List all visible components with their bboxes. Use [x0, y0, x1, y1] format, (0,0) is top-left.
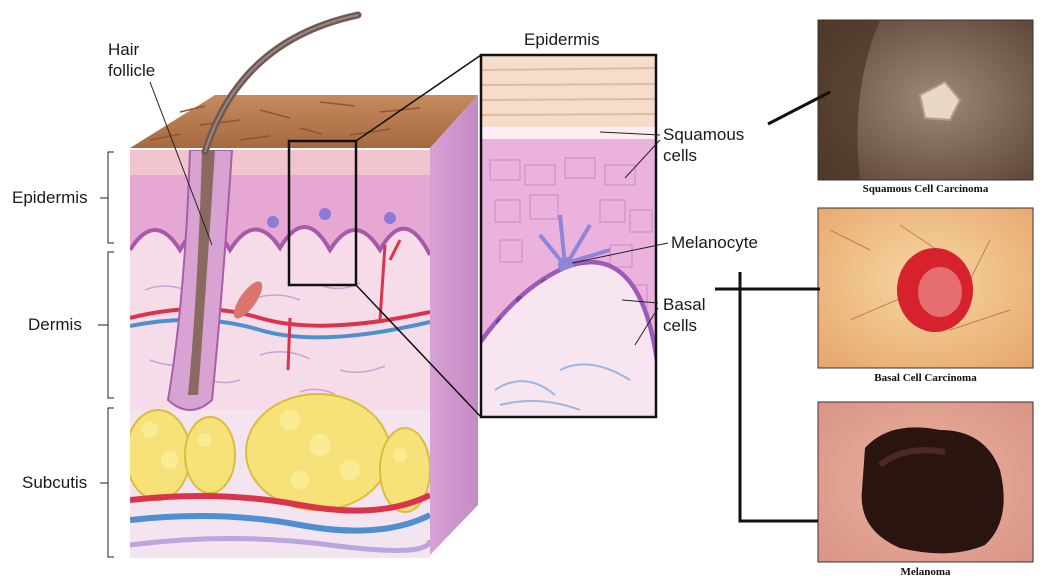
caption-basal-cell-carcinoma: Basal Cell Carcinoma [818, 372, 1033, 384]
label-squamous-cells-line1: Squamous [663, 125, 744, 145]
lesion-melanoma [862, 427, 1004, 553]
photo-basal-cell-carcinoma [818, 208, 1033, 368]
label-dermis: Dermis [28, 315, 82, 335]
label-melanocyte: Melanocyte [671, 233, 758, 253]
label-subcutis: Subcutis [22, 473, 87, 493]
stratum-corneum [130, 150, 430, 175]
label-epidermis: Epidermis [12, 188, 88, 208]
label-basal-cells-line1: Basal [663, 295, 706, 315]
label-hair-follicle-line2: follicle [108, 61, 155, 81]
label-basal-cells-line2: cells [663, 316, 697, 336]
label-squamous-cells-line2: cells [663, 146, 697, 166]
inset-title: Epidermis [524, 30, 600, 50]
photo-melanoma [818, 402, 1033, 562]
skin-block-side [430, 95, 478, 555]
skin-block [126, 15, 481, 560]
label-hair-follicle-line1: Hair [108, 40, 139, 60]
photo-connectors [715, 92, 830, 521]
caption-squamous-cell-carcinoma: Squamous Cell Carcinoma [818, 183, 1033, 195]
epidermis-inset [481, 55, 656, 417]
photo-squamous-cell-carcinoma [818, 20, 1033, 180]
caption-melanoma: Melanoma [818, 566, 1033, 578]
